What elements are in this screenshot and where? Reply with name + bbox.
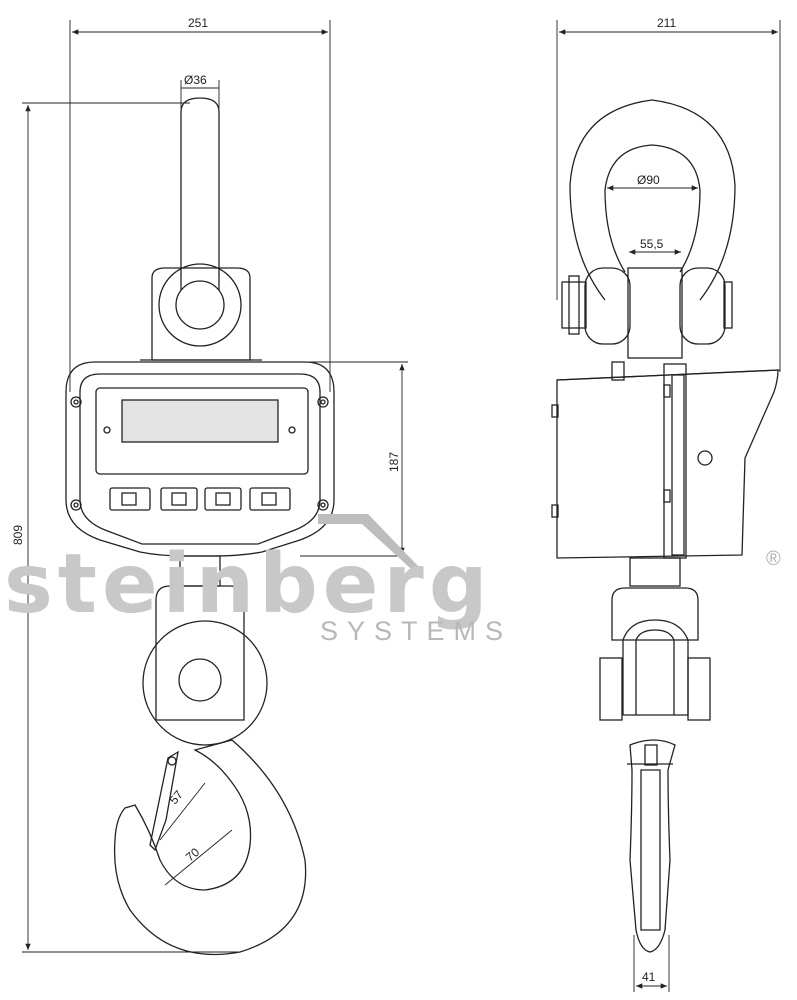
key-button-2 — [160, 487, 198, 511]
key-button-3 — [204, 487, 242, 511]
dim-shackle-inner-diameter: Ø90 — [637, 173, 660, 187]
lcd-screen — [121, 399, 279, 443]
dim-display-height: 187 — [387, 452, 401, 472]
dim-hook-thickness: 41 — [642, 970, 656, 984]
side-hook-block — [611, 587, 699, 641]
logo-brand: steinberg — [4, 537, 493, 632]
side-view — [551, 99, 781, 953]
dim-front-width: 251 — [188, 16, 208, 30]
crane-hook — [113, 739, 307, 956]
dim-hook-inner: 70 — [183, 845, 202, 865]
hook-block — [155, 585, 245, 721]
side-dimensions: 211 Ø90 55,5 41 — [556, 16, 781, 992]
key-button-1 — [109, 487, 151, 511]
front-shackle-block — [151, 267, 251, 361]
logo-tagline: SYSTEMS — [320, 616, 512, 646]
safety-latch — [149, 750, 179, 852]
scale-housing — [65, 361, 335, 557]
shackle-nut — [561, 281, 587, 329]
front-shackle-bar — [180, 97, 220, 290]
key-button-4 — [249, 487, 291, 511]
dim-hook-throat: 57 — [167, 787, 187, 806]
front-shackle-eye — [175, 280, 225, 330]
registered-mark: ® — [766, 548, 781, 570]
dim-side-width: 211 — [657, 16, 676, 30]
side-shackle — [569, 99, 736, 301]
side-hook — [629, 739, 676, 953]
dim-shackle-pin: Ø36 — [184, 73, 207, 87]
front-view — [65, 97, 335, 956]
dim-total-height: 809 — [11, 525, 25, 545]
steinberg-logo: steinberg SYSTEMS ® — [4, 514, 781, 646]
display-panel — [95, 387, 309, 475]
front-dimensions: 251 Ø36 809 187 57 70 — [11, 16, 408, 953]
side-housing — [556, 369, 779, 559]
dim-shackle-inner-width: 55,5 — [640, 237, 664, 251]
